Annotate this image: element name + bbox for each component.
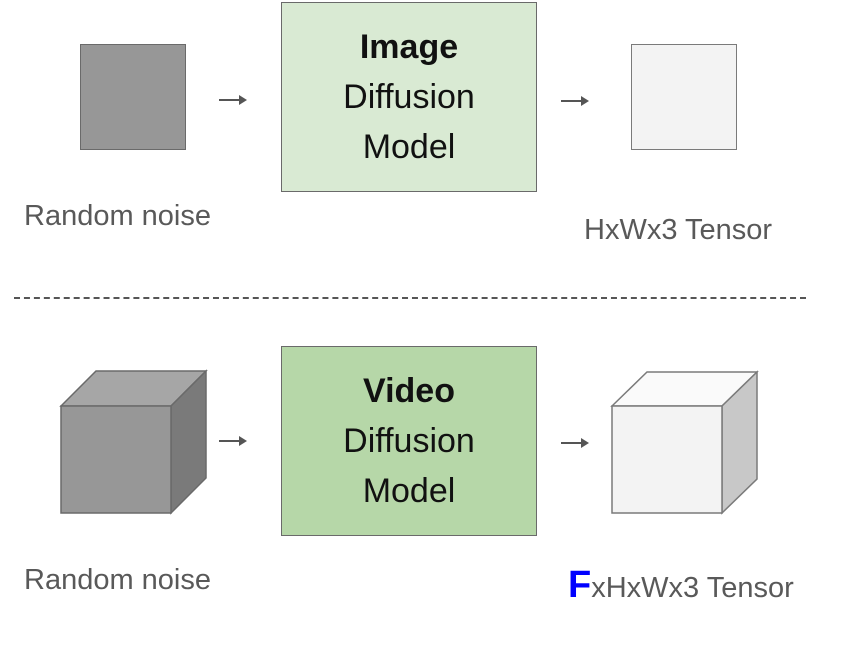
model-title: Image [359, 28, 459, 66]
video-diffusion-model-box: Video Diffusion Model [281, 346, 537, 536]
image-output-square [631, 44, 737, 150]
model-line: Diffusion [343, 422, 475, 460]
arrow-icon [219, 95, 247, 105]
arrow-icon [561, 438, 589, 448]
noise-cube-icon [59, 369, 208, 515]
image-output-caption: HxWx3 Tensor [584, 214, 773, 246]
image-noise-square [80, 44, 186, 150]
image-diffusion-model-box: Image Diffusion Model [281, 2, 537, 192]
section-divider [14, 297, 806, 299]
model-line: Model [362, 128, 456, 166]
arrow-icon [219, 436, 247, 446]
image-input-caption: Random noise [24, 200, 211, 232]
tensor-shape-text: xHxWx3 Tensor [591, 572, 794, 604]
model-line: Model [362, 472, 456, 510]
arrow-icon [561, 96, 589, 106]
output-cube-icon [610, 370, 759, 515]
video-input-caption: Random noise [24, 564, 211, 596]
model-title: Video [363, 372, 455, 410]
model-line: Diffusion [343, 78, 475, 116]
video-output-caption: FxHxWx3 Tensor [568, 564, 794, 607]
frame-count-letter: F [568, 564, 592, 606]
